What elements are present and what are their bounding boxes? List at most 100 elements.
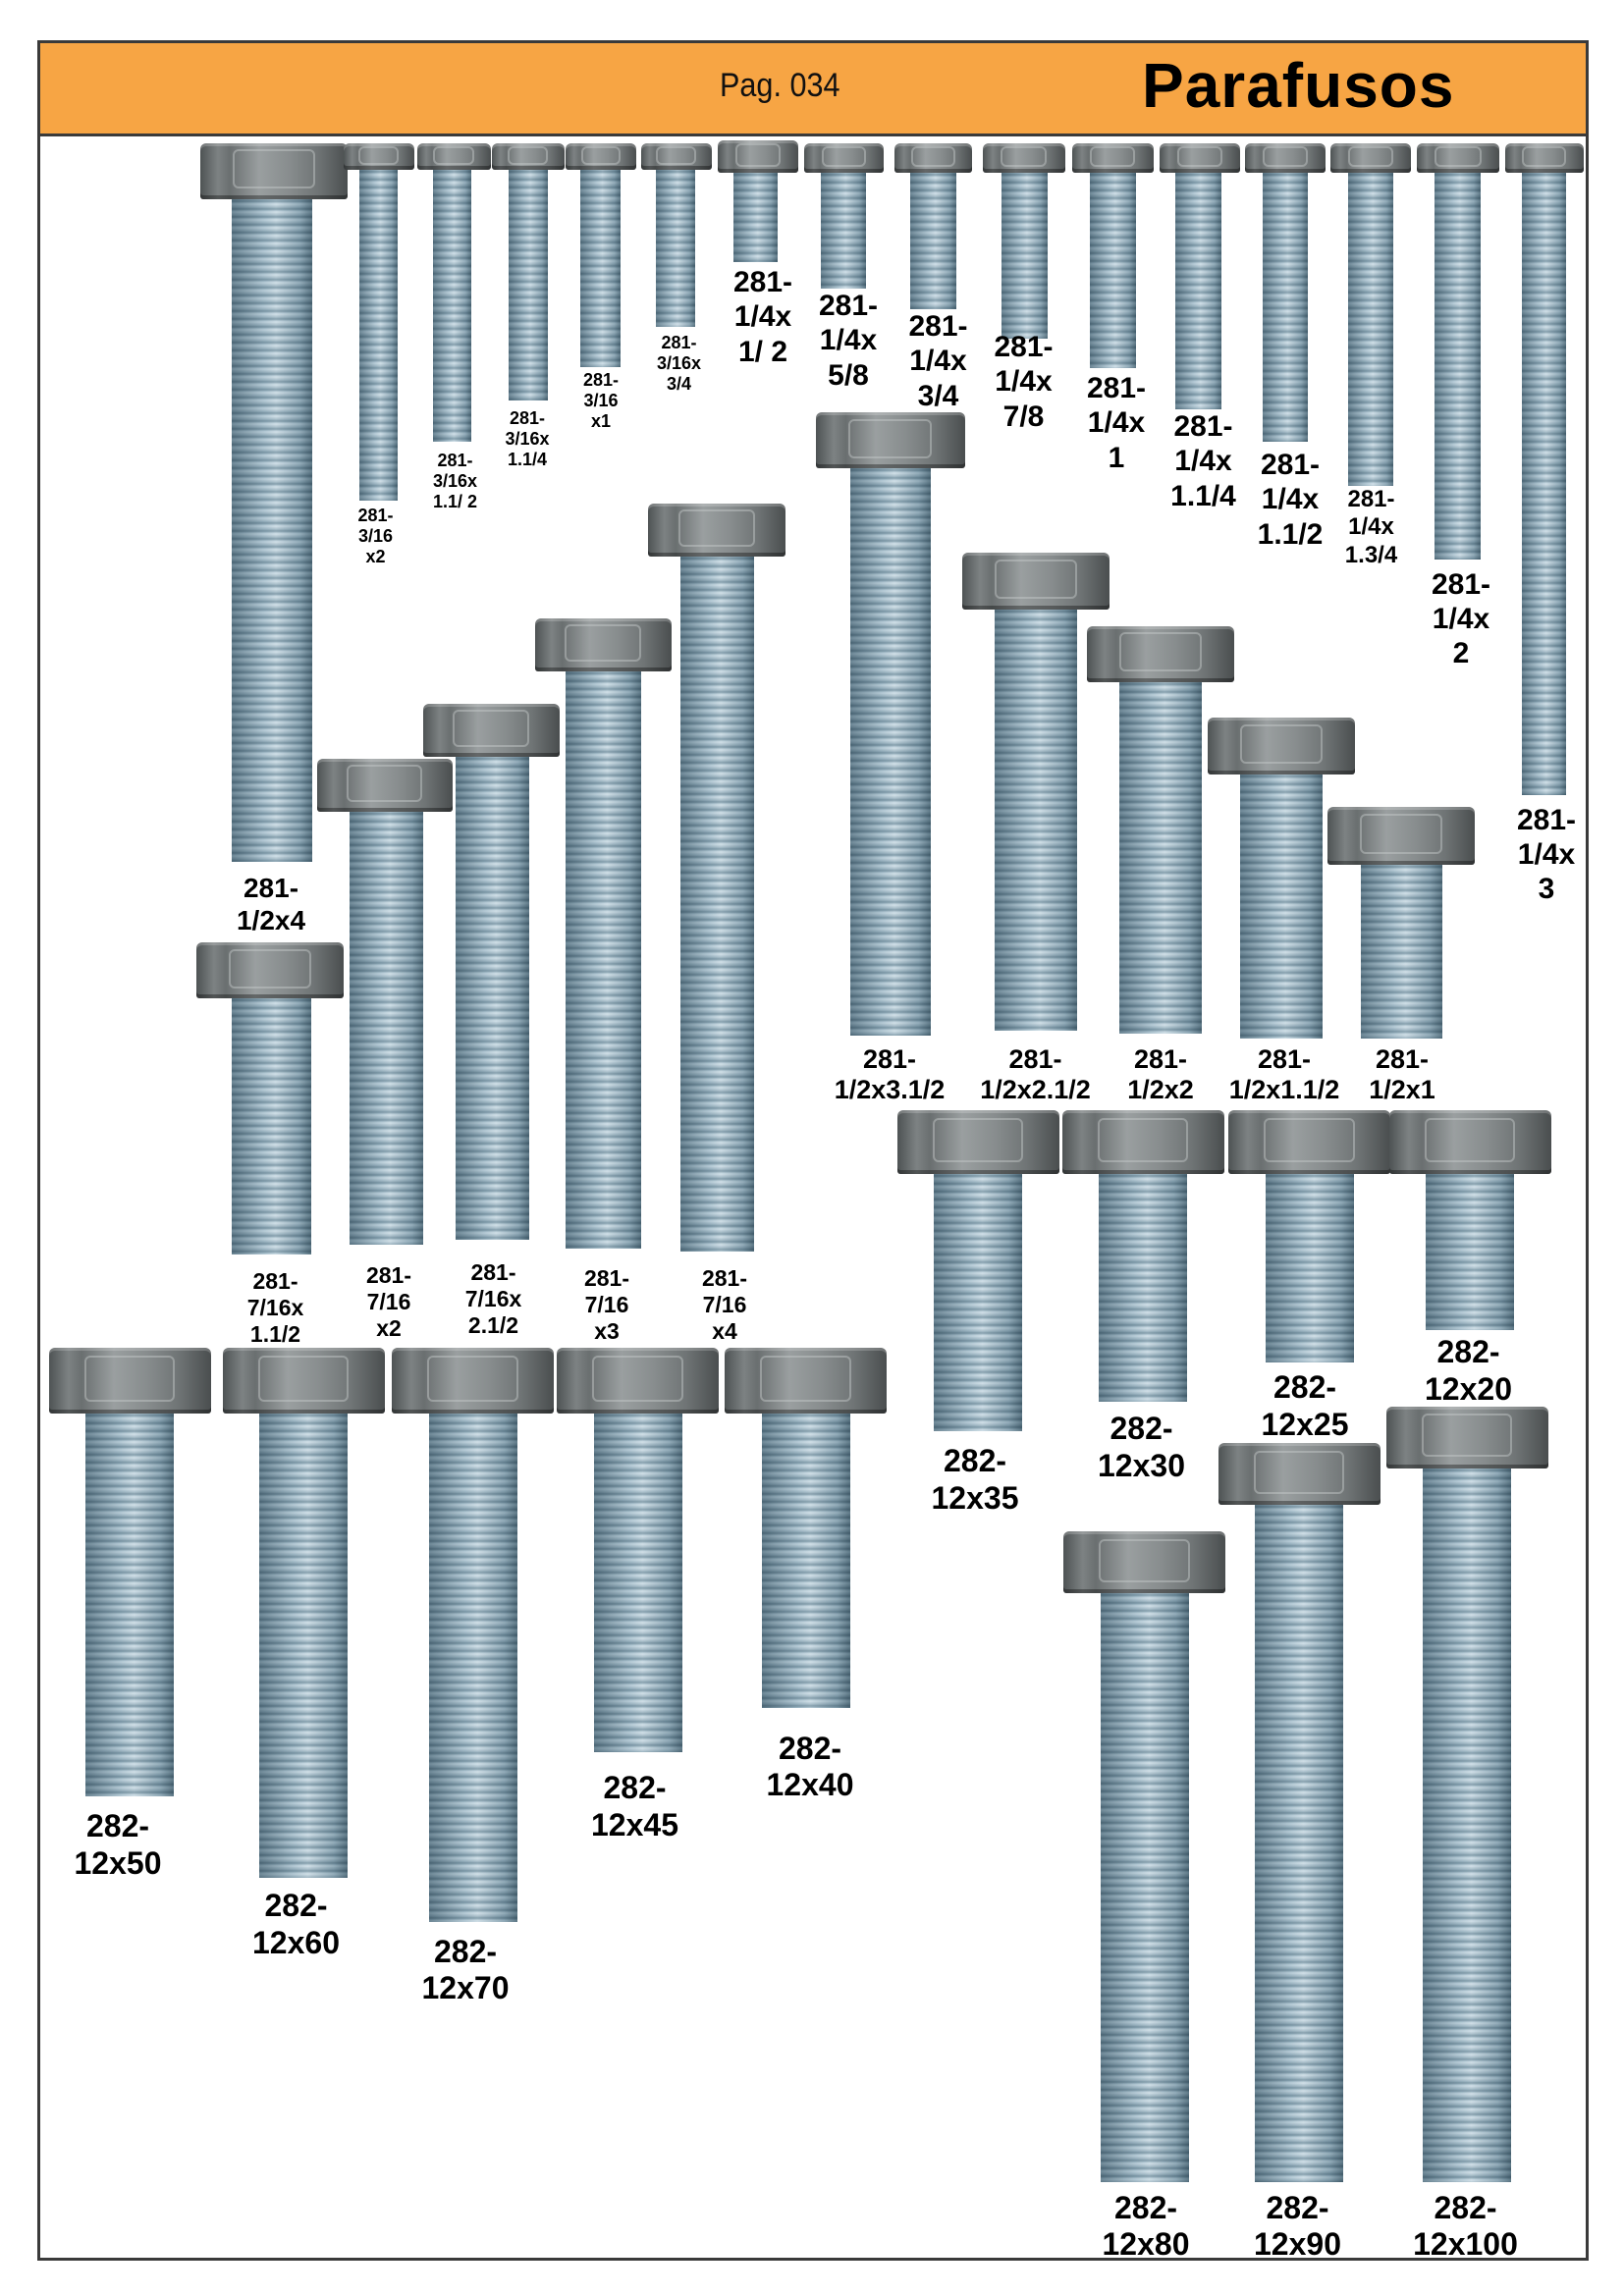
bolt-shank-image [455, 754, 529, 1240]
bolt-shank-image [1361, 861, 1442, 1039]
bolt-code-label: 281- 1/2x4 [236, 873, 306, 936]
bolt-head-image [648, 504, 785, 557]
bolt-code-label: 281- 7/16x 1.1/2 [246, 1267, 304, 1347]
bolt-code-label: 282- 12x90 [1254, 2189, 1341, 2263]
bolt-code-label: 282- 12x60 [252, 1888, 340, 1960]
bolt-shank-image [994, 607, 1077, 1031]
bolt-shank-image [820, 169, 866, 289]
bolt-shank-image [910, 169, 956, 309]
bolt-code-label: 281- 3/16 x1 [582, 369, 620, 431]
bolt-head-image [640, 142, 712, 170]
bolt-shank-image [508, 166, 548, 400]
bolt-code-label: 281- 3/16 x2 [357, 505, 394, 566]
bolt-head-image [557, 1347, 719, 1414]
bolt-code-label: 282- 12x80 [1102, 2189, 1190, 2263]
bolt-head-image [1388, 1110, 1551, 1174]
bolt-head-image [1218, 1443, 1380, 1505]
page-title: Parafusos [1142, 50, 1455, 121]
bolt-head-image [422, 704, 560, 757]
bolt-code-label: 281- 1/2x1 [1369, 1043, 1435, 1105]
bolt-head-image [1385, 1406, 1548, 1468]
bolt-shank-image [85, 1411, 174, 1796]
bolt-shank-image [359, 166, 398, 501]
bolt-code-label: 282- 12x30 [1098, 1411, 1185, 1483]
bolt-code-label: 281- 1/4x 5/8 [818, 290, 879, 392]
bolt-shank-image [1100, 1590, 1189, 2182]
bolt-code-label: 282- 12x50 [74, 1808, 162, 1881]
bolt-head-image [1417, 142, 1499, 173]
bolt-code-label: 282- 12x40 [766, 1730, 854, 1803]
bolt-head-image [725, 1347, 887, 1414]
bolt-shank-image [349, 808, 423, 1245]
bolt-code-label: 282- 12x20 [1425, 1334, 1512, 1407]
bolt-shank-image [259, 1411, 348, 1878]
bolt-shank-image [580, 166, 621, 367]
bolt-shank-image [1426, 1170, 1514, 1330]
bolt-shank-image [1262, 169, 1308, 442]
bolt-shank-image [231, 995, 311, 1255]
bolt-shank-image [1001, 169, 1048, 339]
bolt-code-label: 282- 12x70 [421, 1933, 510, 2006]
bolt-shank-image [1090, 169, 1136, 368]
bolt-head-image [316, 758, 453, 812]
bolt-code-label: 281- 7/16 x3 [583, 1264, 630, 1344]
bolt-head-image [200, 142, 348, 199]
bolt-code-label: 281- 1/4x 3 [1516, 803, 1577, 906]
bolt-head-image [566, 142, 636, 170]
bolt-code-label: 281- 7/16 x2 [365, 1261, 412, 1341]
bolt-head-image [492, 142, 565, 170]
bolt-head-image [48, 1347, 211, 1414]
bolt-code-label: 281- 1/2x2 [1127, 1043, 1194, 1105]
bolt-code-label: 281- 3/16x 3/4 [656, 333, 702, 395]
bolt-code-label: 281- 1/4x 1.1/2 [1257, 449, 1324, 551]
bolt-head-image [717, 139, 798, 173]
bolt-head-image [392, 1347, 554, 1414]
bolt-head-image [195, 942, 344, 998]
bolt-shank-image [1255, 1502, 1343, 2182]
bolt-head-image [1329, 142, 1411, 173]
bolt-head-image [893, 142, 972, 173]
bolt-shank-image [1265, 1170, 1354, 1362]
bolt-shank-image [934, 1170, 1022, 1431]
bolt-shank-image [1175, 169, 1221, 409]
bolt-shank-image [761, 1411, 850, 1708]
bolt-head-image [1244, 142, 1326, 173]
bolt-head-image [416, 142, 491, 170]
page-header [37, 40, 1589, 136]
bolt-code-label: 281- 1/4x 1.3/4 [1344, 486, 1398, 568]
bolt-code-label: 281- 7/16x 2.1/2 [464, 1258, 522, 1338]
bolt-head-image [1063, 1531, 1225, 1593]
bolt-code-label: 281- 1/4x 7/8 [994, 331, 1054, 433]
bolt-code-label: 282- 12x25 [1261, 1369, 1349, 1442]
bolt-shank-image [428, 1411, 517, 1922]
bolt-head-image [982, 142, 1065, 173]
bolt-head-image [1061, 1110, 1224, 1174]
bolt-code-label: 281- 1/4x 1/ 2 [732, 266, 793, 368]
bolt-shank-image [1423, 1465, 1511, 2182]
bolt-code-label: 281- 1/2x2.1/2 [980, 1043, 1091, 1105]
bolt-code-label: 281- 1/4x 1.1/4 [1170, 410, 1236, 512]
bolt-head-image [222, 1347, 385, 1414]
bolt-code-label: 282- 12x35 [931, 1443, 1019, 1516]
bolt-head-image [343, 142, 414, 170]
page-number: Pag. 034 [720, 67, 840, 104]
bolt-code-label: 281- 1/4x 2 [1431, 567, 1491, 670]
bolt-head-image [804, 142, 884, 173]
bolt-head-image [1087, 625, 1234, 682]
bolt-shank-image [1521, 169, 1566, 795]
bolt-code-label: 281- 7/16 x4 [701, 1264, 748, 1344]
bolt-shank-image [655, 166, 695, 327]
bolt-code-label: 281- 3/16x 1.1/ 2 [432, 451, 478, 512]
bolt-shank-image [1119, 678, 1202, 1034]
bolt-code-label: 282- 12x100 [1413, 2189, 1518, 2263]
bolt-shank-image [1099, 1170, 1187, 1402]
bolt-head-image [1159, 142, 1240, 173]
bolt-code-label: 281- 1/4x 3/4 [908, 310, 968, 412]
bolt-head-image [896, 1110, 1059, 1174]
bolt-head-image [1228, 1110, 1390, 1174]
bolt-shank-image [1240, 772, 1323, 1039]
bolt-shank-image [566, 668, 641, 1249]
bolt-code-label: 281- 3/16x 1.1/4 [505, 407, 550, 469]
bolt-head-image [961, 552, 1110, 610]
bolt-shank-image [733, 169, 778, 262]
